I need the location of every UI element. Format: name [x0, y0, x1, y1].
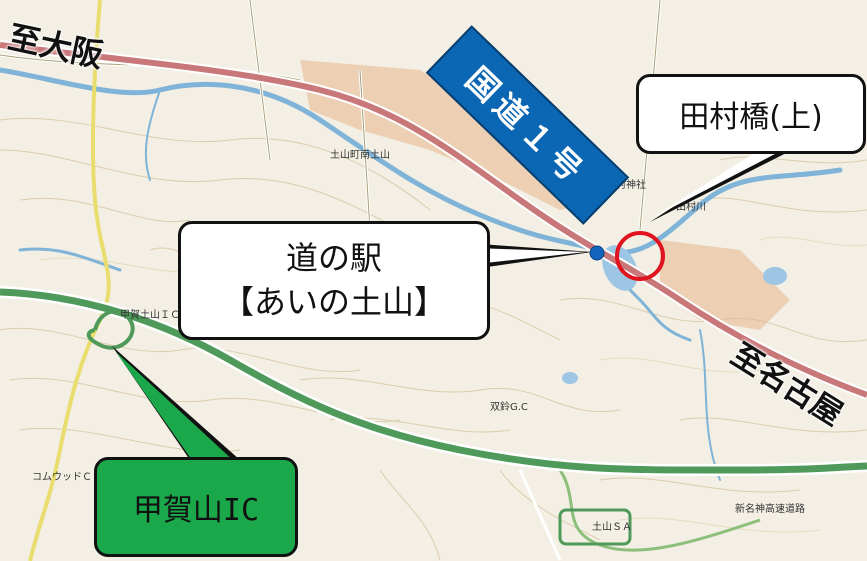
label-shrine: 田村神社	[606, 180, 646, 191]
label-sa: 土山ＳＡ	[592, 522, 632, 533]
label-golf: 双鈴G.C	[490, 402, 528, 413]
label-tamura-river: 田村川	[676, 202, 706, 213]
label-town: 土山町南土山	[330, 150, 390, 161]
callout-interchange-text: 甲賀山IC	[132, 493, 260, 528]
callout-tamura-bridge-text: 田村橋(上)	[679, 100, 823, 135]
callout-roadside-station: 道の駅 【あいの土山】	[178, 221, 490, 340]
label-country-club: コムウッドＣ	[32, 472, 92, 483]
callout-tamura-bridge: 田村橋(上)	[636, 74, 866, 154]
callout-station-line1: 道の駅	[285, 239, 382, 278]
callout-interchange: 甲賀山IC	[94, 457, 298, 557]
callout-station-line2: 【あいの土山】	[221, 282, 446, 321]
label-expressway: 新名神高速道路	[735, 504, 805, 515]
label-ic-small: 甲賀土山ＩＣ	[120, 310, 180, 321]
